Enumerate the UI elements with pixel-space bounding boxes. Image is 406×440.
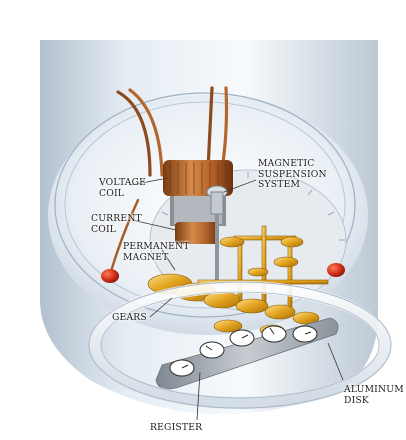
permanent-magnet-left	[101, 269, 119, 283]
label-magnetic-suspension-system: MAGNETIC SUSPENSION SYSTEM	[258, 159, 327, 191]
label-permanent-magnet: PERMANENT MAGNET	[123, 242, 190, 263]
label-gears: GEARS	[112, 313, 147, 324]
label-register: REGISTER	[150, 423, 202, 434]
label-aluminum-disk: ALUMINUM DISK	[344, 385, 404, 406]
label-current-coil: CURRENT COIL	[91, 214, 142, 235]
permanent-magnet-right	[327, 263, 345, 277]
label-voltage-coil: VOLTAGE COIL	[99, 178, 146, 199]
